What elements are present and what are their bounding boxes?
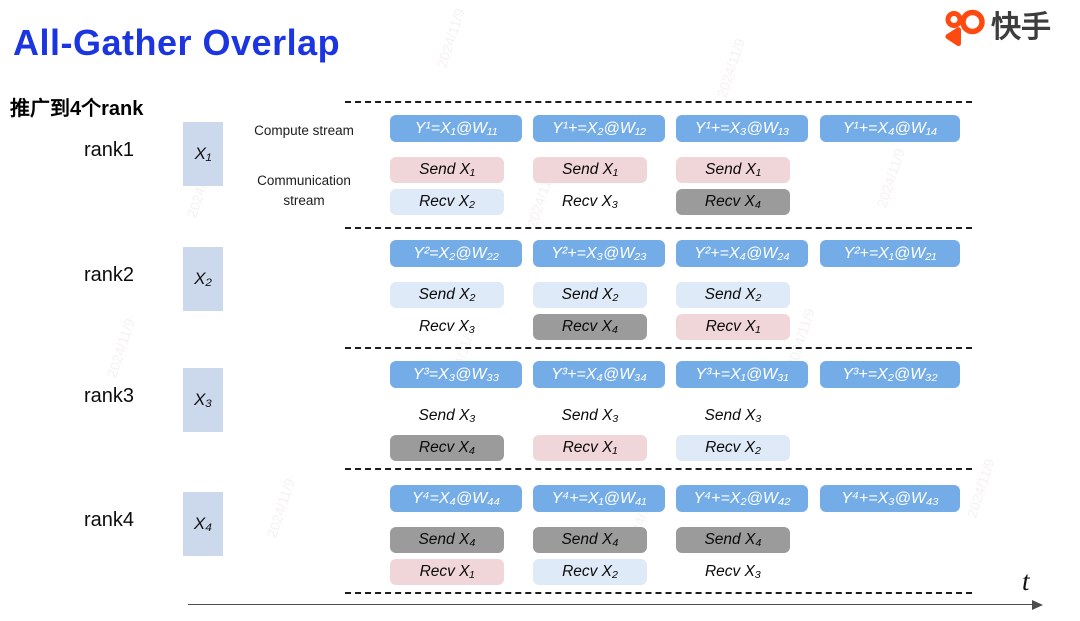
recv-chip: Recv X₃ — [418, 318, 476, 335]
send-chip: Send X₄ — [390, 527, 504, 553]
recv-chip: Recv X₁ — [676, 314, 790, 340]
compute-box: Y¹+=X₂@W₁₂ — [533, 115, 665, 142]
watermark-text: 2024/11/9 — [713, 36, 748, 100]
rank-label: rank4 — [84, 509, 135, 531]
compute-box: Y⁴+=X₂@W₄₂ — [676, 485, 808, 512]
send-chip: Send X₄ — [533, 527, 647, 553]
rank-label: rank3 — [84, 385, 135, 407]
brand-logo: 快手 — [940, 8, 1051, 48]
compute-box: Y²+=X₄@W₂₄ — [676, 240, 808, 267]
rank-row-2: rank2 X₂ Y²=X₂@W₂₂ Y²+=X₃@W₂₃ Y²+=X₄@W₂₄… — [0, 240, 1080, 346]
time-axis-label: t — [1022, 566, 1030, 596]
send-chip: Send X₃ — [704, 407, 762, 424]
compute-box: Y²+=X₃@W₂₃ — [533, 240, 665, 267]
send-chip: Send X₁ — [676, 157, 790, 183]
compute-box: Y²=X₂@W₂₂ — [390, 240, 522, 267]
input-tensor-box: X₄ — [183, 492, 223, 556]
recv-chip: Recv X₄ — [390, 435, 504, 461]
compute-box: Y¹=X₁@W₁₁ — [390, 115, 522, 142]
communication-stream-label: Communication stream — [238, 171, 370, 211]
compute-box: Y¹+=X₄@W₁₄ — [820, 115, 960, 142]
dashed-separator — [345, 227, 972, 229]
input-tensor-box: X₂ — [183, 247, 223, 311]
recv-chip: Recv X₃ — [561, 193, 619, 210]
send-chip: Send X₂ — [390, 282, 504, 308]
compute-box: Y⁴+=X₃@W₄₃ — [820, 485, 960, 512]
watermark-text: 2024/11/9 — [433, 6, 468, 70]
brand-name: 快手 — [991, 11, 1051, 44]
dashed-separator — [345, 592, 972, 594]
dashed-separator — [345, 347, 972, 349]
rank-row-3: rank3 X₃ Y³=X₃@W₃₃ Y³+=X₄@W₃₄ Y³+=X₁@W₃₁… — [0, 361, 1080, 467]
compute-stream-label: Compute stream — [254, 123, 354, 138]
compute-box: Y³+=X₁@W₃₁ — [676, 361, 808, 388]
compute-box: Y¹+=X₃@W₁₃ — [676, 115, 808, 142]
rank-label: rank2 — [84, 264, 135, 286]
rank-row-4: rank4 X₄ Y⁴=X₄@W₄₄ Y⁴+=X₁@W₄₁ Y⁴+=X₂@W₄₂… — [0, 485, 1080, 591]
communication-stream-label-line1: Communication — [257, 173, 351, 188]
dashed-separator — [345, 101, 972, 103]
send-chip: Send X₁ — [390, 157, 504, 183]
compute-box: Y²+=X₁@W₂₁ — [820, 240, 960, 267]
time-axis — [188, 604, 1034, 605]
page-title: All-Gather Overlap — [13, 22, 341, 63]
rank-label: rank1 — [84, 139, 135, 161]
compute-box: Y³+=X₄@W₃₄ — [533, 361, 665, 388]
recv-chip: Recv X₂ — [390, 189, 504, 215]
compute-box: Y³+=X₂@W₃₂ — [820, 361, 960, 388]
dashed-separator — [345, 468, 972, 470]
recv-chip: Recv X₄ — [676, 189, 790, 215]
send-chip: Send X₁ — [533, 157, 647, 183]
send-chip: Send X₄ — [676, 527, 790, 553]
send-chip: Send X₃ — [418, 407, 476, 424]
compute-box: Y⁴+=X₁@W₄₁ — [533, 485, 665, 512]
compute-box: Y⁴=X₄@W₄₄ — [390, 485, 522, 512]
section-subtitle: 推广到4个rank — [10, 98, 144, 120]
input-tensor-box: X₃ — [183, 368, 223, 432]
axis-arrowhead-icon — [1032, 599, 1043, 610]
recv-chip: Recv X₂ — [676, 435, 790, 461]
recv-chip: Recv X₄ — [533, 314, 647, 340]
recv-chip: Recv X₁ — [390, 559, 504, 585]
kuaishou-camera-icon — [945, 9, 985, 47]
send-chip: Send X₃ — [561, 407, 619, 424]
compute-box: Y³=X₃@W₃₃ — [390, 361, 522, 388]
rank-row-1: rank1 X₁ Y¹=X₁@W₁₁ Y¹+=X₂@W₁₂ Y¹+=X₃@W₁₃… — [0, 115, 1080, 221]
communication-stream-label-line2: stream — [283, 193, 325, 208]
input-tensor-box: X₁ — [183, 122, 223, 186]
send-chip: Send X₂ — [533, 282, 647, 308]
recv-chip: Recv X₂ — [533, 559, 647, 585]
recv-chip: Recv X₁ — [533, 435, 647, 461]
recv-chip: Recv X₃ — [704, 563, 762, 580]
send-chip: Send X₂ — [676, 282, 790, 308]
